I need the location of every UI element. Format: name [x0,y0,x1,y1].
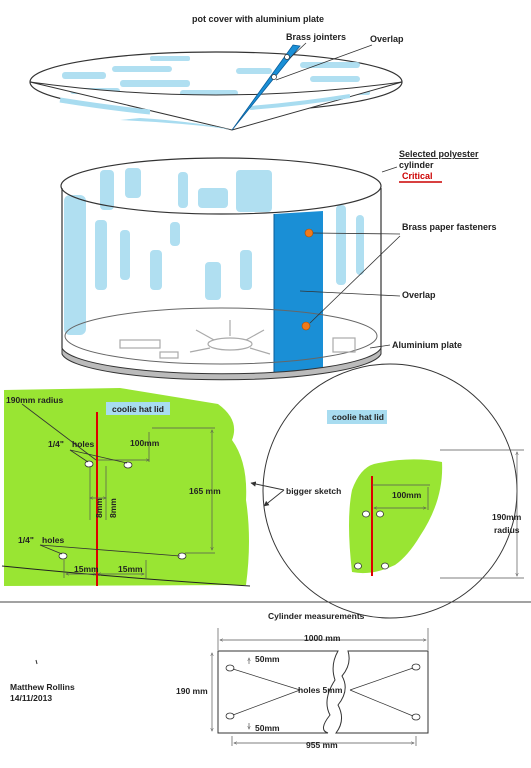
dim-955mm: 955 mm [306,740,338,750]
cylinder-flat-pattern [212,628,429,746]
dim-15mm-a: 15mm [74,564,99,574]
brass-fastener-dot [304,228,314,238]
author-name: Matthew Rollins [10,682,75,692]
brass-jointers-leader [289,42,307,59]
author-date: 14/11/2013 [10,693,52,703]
dim-8mm-b: 8mm [108,498,118,518]
overlap-leader-top [275,44,373,81]
dim-50mm-top: 50mm [255,654,280,664]
dim-1000mm: 1000 mm [304,633,341,643]
quarter-inch-bottom: 1/4" [18,535,34,545]
brass-jointer-dot [271,74,277,80]
plate-leader [369,344,391,349]
brass-fastener-dot [301,321,311,331]
dim-50mm-bottom: 50mm [255,723,280,733]
dim-100mm-right: 100mm [392,490,422,500]
measurements-title: Cylinder measurements [268,611,365,621]
fasteners-label: Brass paper fasteners [402,222,497,232]
holes-top-label: holes [72,439,94,449]
fastener-leader-2 [309,235,401,324]
stray-mark [35,659,38,665]
holes-bottom-label: holes [42,535,64,545]
brass-jointer-dot [284,54,290,60]
dim-190mm: 190 mm [176,686,208,696]
quarter-inch-top: 1/4" [48,439,64,449]
dim-100mm-left: 100mm [130,438,160,448]
pot-cover-title: pot cover with aluminium plate [192,14,324,24]
cylinder-leader [381,166,398,173]
selected-polyester-label: Selected polyester [399,149,479,159]
overlap-label-top: Overlap [370,34,404,44]
radius-label-left: 190mm radius [6,395,63,405]
dim-15mm-b: 15mm [118,564,143,574]
overlap-label-cyl: Overlap [402,290,436,300]
dim-165mm: 165 mm [189,486,221,496]
fastener-leader-1 [312,232,401,235]
coolie-hat-lid-bigger [250,363,524,619]
critical-label: Critical [402,171,433,181]
polyester-cylinder [60,157,382,381]
radius-value-right: 190mm [492,512,522,522]
bigger-sketch-label: bigger sketch [286,486,341,496]
brass-jointers-label: Brass jointers [286,32,346,42]
lid-title-left: coolie hat lid [112,404,164,414]
radius-word-right: radius [494,525,520,535]
holes-5mm-label: holes 5mm [298,685,343,695]
coolie-hat-lid-sketch [1,388,251,587]
overlap-leader-cyl [299,290,401,297]
aluminium-plate-label: Aluminium plate [392,340,462,350]
cylinder-label: cylinder [399,160,434,170]
pot-cover-cone [29,44,403,131]
lid-title-right: coolie hat lid [332,412,384,422]
dim-8mm-a: 8mm [94,498,104,518]
